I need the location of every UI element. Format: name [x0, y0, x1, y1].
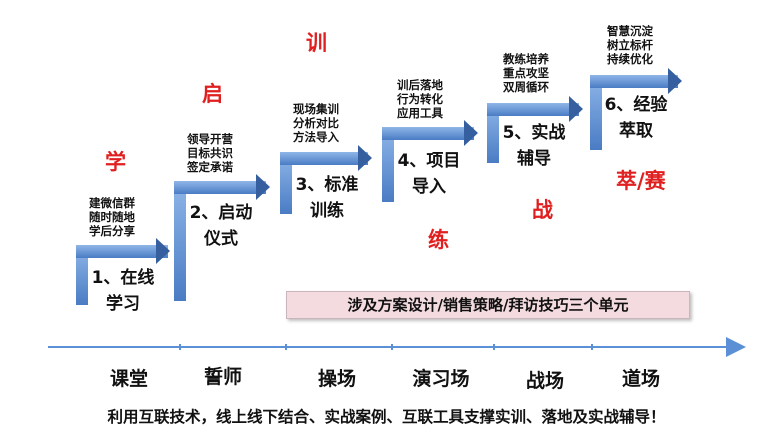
step-1-title: 1、在线 学习 [88, 265, 158, 317]
step-3-note: 现场集训 分析对比 方法导入 [280, 102, 352, 144]
step-3-title: 3、标准 训练 [292, 172, 362, 224]
step-6-shape [590, 68, 682, 150]
stage-label-battlefield: 战场 [525, 370, 564, 392]
step-2-note: 领导开营 目标共识 签定承诺 [174, 132, 246, 174]
step-3-note-line: 分析对比 [293, 116, 339, 130]
timeline-axis [48, 337, 746, 357]
stage-label-dojo: 道场 [621, 368, 660, 390]
step-4-shape [382, 120, 478, 202]
footer-text: 利用互联技术，线上线下结合、实战案例、互联工具支撑实训、落地及实战辅导！ [107, 408, 666, 426]
step-3-note-line: 现场集训 [293, 102, 339, 116]
keyword-zhan: 战 [532, 198, 553, 222]
step-1-shape [76, 238, 170, 305]
step-2-note-line: 领导开营 [187, 132, 233, 146]
keyword-lian: 练 [428, 228, 449, 252]
step-4-title: 4、项目 导入 [394, 148, 464, 200]
step-1-title-line1: 1、在线 [91, 268, 155, 288]
step-5-note-line: 教练培养 [503, 52, 549, 66]
step-5-title-line1: 5、实战 [502, 123, 566, 143]
step-2-title-line2: 仪式 [204, 229, 238, 249]
step-2-title-line1: 2、启动 [189, 203, 253, 223]
keyword-xun: 训 [306, 31, 327, 55]
step-2-note-line: 签定承诺 [187, 160, 233, 174]
step-2-note-line: 目标共识 [187, 146, 233, 160]
step-3-title-line2: 训练 [310, 201, 344, 221]
step-4-note-line: 应用工具 [397, 106, 443, 120]
step-5-note-line: 重点攻坚 [503, 66, 549, 80]
stage-label-drill-field: 演习场 [412, 368, 470, 390]
keyword-cui-sai: 萃/赛 [616, 169, 666, 193]
step-4-note-line: 行为转化 [397, 92, 443, 106]
keyword-xue: 学 [105, 150, 126, 174]
step-6-title-line2: 萃取 [619, 121, 653, 141]
step-6-note-line: 持续优化 [607, 52, 653, 66]
step-1-title-line2: 学习 [106, 294, 140, 314]
step-3-shape [280, 145, 372, 214]
stage-label-oath: 誓师 [203, 366, 242, 388]
step-6-note: 智慧沉淀 树立标杆 持续优化 [594, 24, 666, 66]
step-6-title-line1: 6、经验 [604, 95, 668, 115]
step-6-title: 6、经验 萃取 [600, 92, 672, 144]
step-1-note: 建微信群 随时随地 学后分享 [76, 196, 148, 238]
step-3-title-line1: 3、标准 [295, 175, 359, 195]
step-4-title-line2: 导入 [412, 177, 446, 197]
step-5-note-line: 双周循环 [503, 80, 549, 94]
units-banner: 涉及方案设计/销售策略/拜访技巧三个单元 [286, 291, 690, 319]
step-1-note-line: 学后分享 [89, 224, 135, 238]
step-4-note-line: 训后落地 [397, 78, 443, 92]
stage-label-playground: 操场 [317, 368, 356, 390]
step-5-title-line2: 辅导 [517, 149, 551, 169]
step-5-note: 教练培养 重点攻坚 双周循环 [490, 52, 562, 94]
step-1-note-line: 随时随地 [89, 210, 135, 224]
step-5-title: 5、实战 辅导 [499, 120, 569, 172]
step-2-shape [174, 174, 270, 301]
stage-label-classroom: 课堂 [109, 368, 148, 390]
keyword-qi: 启 [202, 82, 223, 106]
step-4-title-line1: 4、项目 [397, 151, 461, 171]
step-2-title: 2、启动 仪式 [186, 200, 256, 252]
step-1-note-line: 建微信群 [89, 196, 135, 210]
step-4-note: 训后落地 行为转化 应用工具 [384, 78, 456, 120]
step-6-note-line: 树立标杆 [607, 38, 653, 52]
step-3-note-line: 方法导入 [293, 130, 339, 144]
step-6-note-line: 智慧沉淀 [607, 24, 653, 38]
step-5-shape [487, 96, 583, 163]
